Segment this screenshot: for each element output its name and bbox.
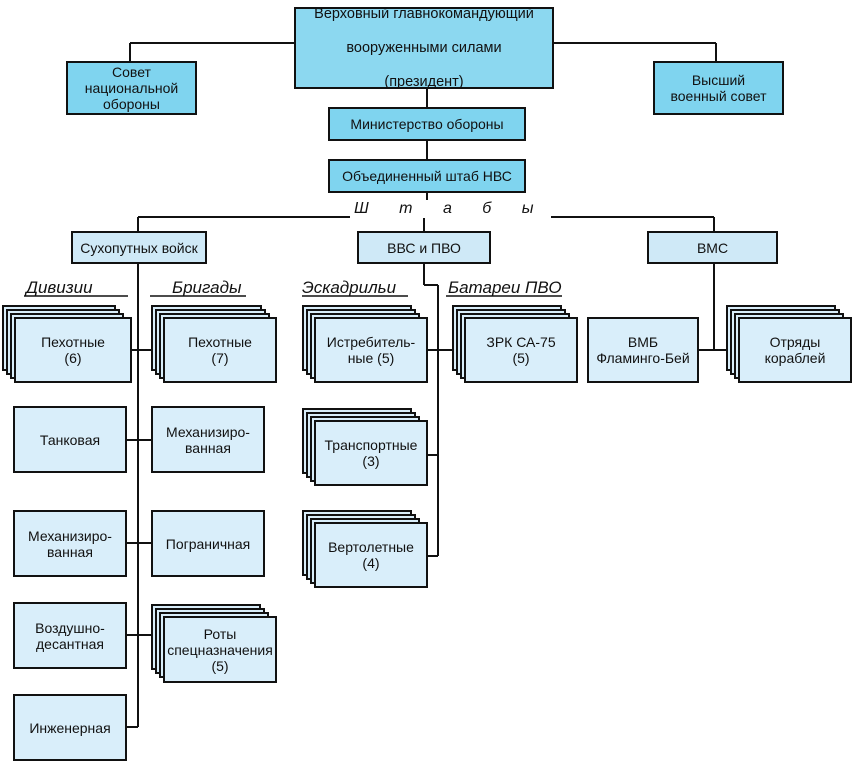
commander-line-2: вооруженными силами	[346, 39, 502, 56]
ship-detachments-box: Отряды кораблей	[738, 317, 852, 383]
ministry-of-defense-box: Министерство обороны	[328, 107, 526, 141]
division-engineer-box: Инженерная	[13, 694, 127, 761]
commander-in-chief-box: Верховный главнокомандующий вооруженными…	[294, 5, 554, 90]
commander-line-3: (президент)	[384, 73, 464, 90]
brigade-border-box: Пограничная	[151, 510, 265, 577]
staffs-label: Ш т а б ы	[350, 200, 551, 218]
squadrons-caption: Эскадрильи	[302, 278, 397, 297]
brigades-caption: Бригады	[172, 278, 242, 297]
division-infantry-box: Пехотные (6)	[14, 317, 132, 383]
division-tank-box: Танковая	[13, 406, 127, 473]
national-defense-council-box: Совет национальной обороны	[66, 61, 197, 115]
air-force-box: ВВС и ПВО	[357, 231, 491, 264]
divisions-caption: Дивизии	[26, 278, 93, 297]
ground-forces-box: Сухопутных войск	[71, 231, 207, 264]
brigade-special-forces-box: Роты спецназначения (5)	[163, 616, 277, 683]
supreme-military-council-box: Высший военный совет	[653, 61, 784, 115]
division-airborne-box: Воздушно- десантная	[13, 602, 127, 669]
battery-sa75-box: ЗРК СА-75 (5)	[464, 317, 578, 383]
brigade-infantry-box: Пехотные (7)	[163, 317, 277, 383]
squadron-fighter-box: Истребитель- ные (5)	[314, 317, 428, 383]
joint-staff-box: Объединенный штаб НВС	[328, 159, 526, 193]
navy-box: ВМС	[647, 231, 778, 264]
squadron-helicopter-box: Вертолетные (4)	[314, 522, 428, 588]
brigade-mechanized-box: Механизиро- ванная	[151, 406, 265, 473]
commander-line-1: Верховный главнокомандующий	[314, 5, 534, 22]
batteries-caption: Батареи ПВО	[448, 278, 562, 297]
division-mechanized-box: Механизиро- ванная	[13, 510, 127, 577]
squadron-transport-box: Транспортные (3)	[314, 420, 428, 486]
naval-base-box: ВМБ Фламинго-Бей	[587, 317, 699, 383]
